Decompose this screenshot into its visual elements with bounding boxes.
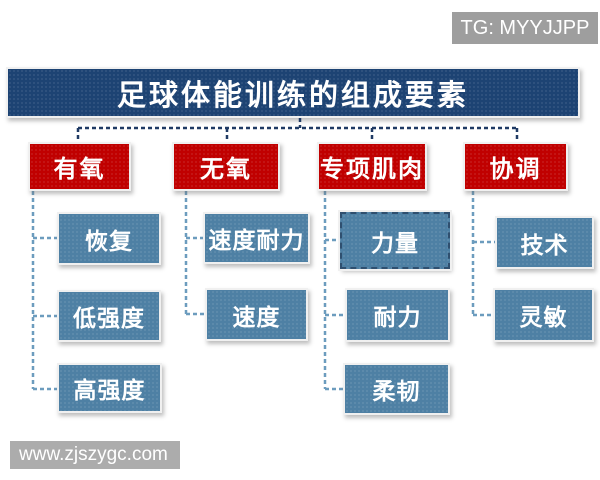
child-speed-endurance: 速度耐力	[203, 212, 310, 264]
child-endurance: 耐力	[345, 288, 450, 342]
branch-aerobic: 有氧	[28, 142, 131, 191]
child-low-intensity: 低强度	[57, 290, 161, 342]
child-recovery: 恢复	[57, 212, 161, 265]
child-high-intensity: 高强度	[57, 363, 162, 413]
watermark-telegram: TG: MYYJJPP	[452, 12, 598, 44]
watermark-website: www.zjszygc.com	[10, 441, 180, 469]
child-speed: 速度	[205, 288, 308, 341]
branch-coordination: 协调	[463, 142, 568, 191]
child-technique: 技术	[495, 216, 594, 269]
child-flexibility: 柔韧	[343, 363, 450, 415]
child-agility: 灵敏	[493, 288, 594, 342]
branch-anaerobic: 无氧	[172, 142, 280, 191]
branch-specific-muscle: 专项肌肉	[317, 142, 427, 191]
child-strength: 力量	[340, 212, 450, 269]
diagram-title: 足球体能训练的组成要素	[6, 67, 580, 118]
